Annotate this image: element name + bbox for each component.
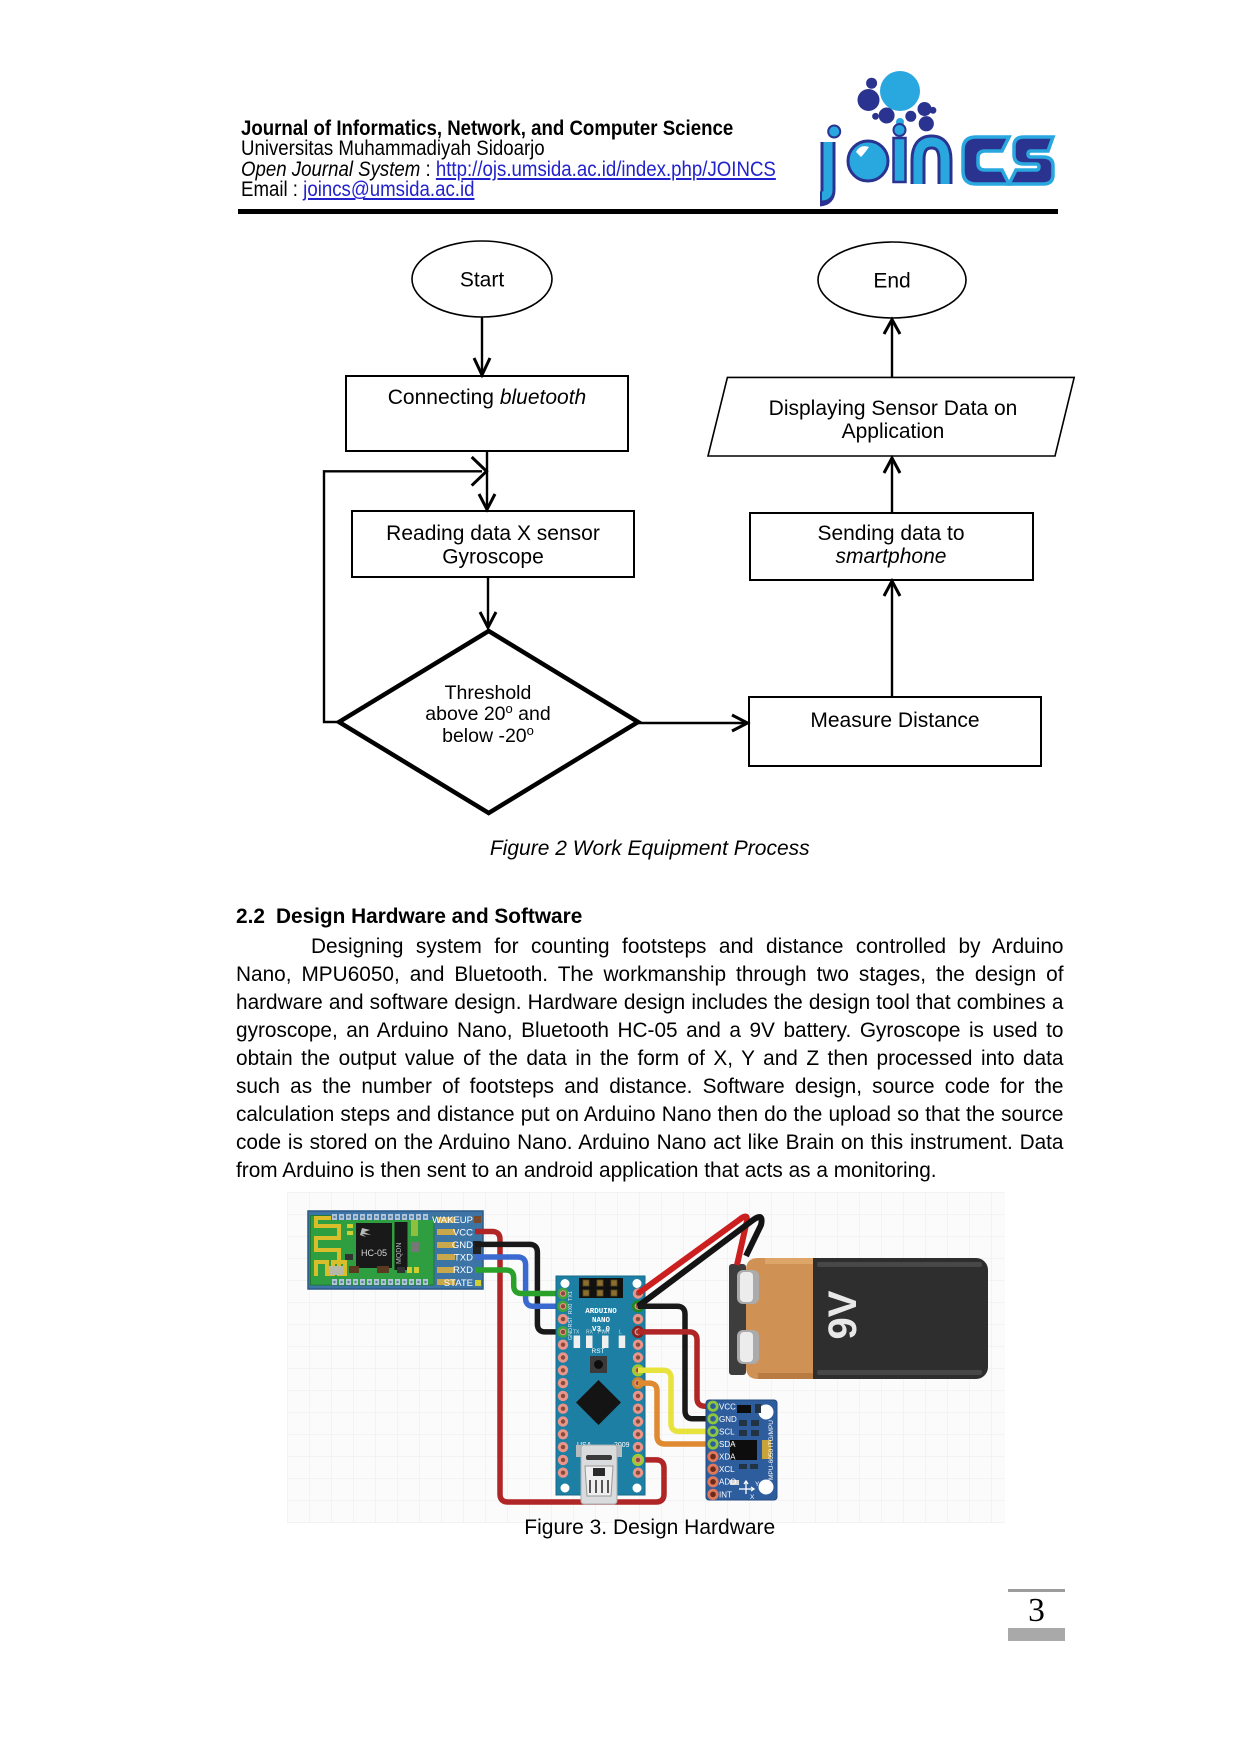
svg-text:Reading data X sensor: Reading data X sensor [386,522,600,545]
svg-text:Measure Distance: Measure Distance [810,709,979,732]
svg-text:ADO: ADO [719,1478,736,1487]
svg-text:9V: 9V [821,1290,865,1339]
svg-text:NANO: NANO [592,1317,611,1325]
svg-text:SCL: SCL [719,1428,735,1437]
svg-text:L: L [619,1330,622,1336]
svg-text:INT: INT [719,1491,732,1500]
svg-text:Start: Start [460,269,505,292]
svg-text:MPU-6050 ITG/MPU: MPU-6050 ITG/MPU [768,1420,775,1480]
svg-text:ARDUINO: ARDUINO [585,1308,617,1316]
svg-text:GND: GND [568,1328,574,1340]
svg-text:below -20o: below -20o [442,723,534,747]
svg-text:TX1: TX1 [568,1291,574,1301]
svg-text:SDA: SDA [719,1440,736,1449]
svg-text:VCC: VCC [453,1228,473,1239]
svg-text:RXD: RXD [453,1265,473,1276]
svg-text:TXD: TXD [454,1253,473,1264]
svg-text:Y: Y [755,1481,760,1488]
svg-text:smartphone: smartphone [836,545,947,568]
svg-text:TX: TX [573,1330,580,1336]
svg-text:RST: RST [568,1316,574,1328]
svg-text:V3.0: V3.0 [592,1326,611,1334]
svg-text:End: End [873,270,910,293]
svg-text:GND: GND [452,1240,473,1251]
svg-text:Sending data to: Sending data to [817,522,964,545]
svg-text:MQDN: MQDN [396,1243,403,1264]
svg-text:Connecting bluetooth: Connecting bluetooth [388,386,587,409]
svg-text:X: X [750,1494,755,1501]
svg-text:WAKEUP: WAKEUP [432,1215,473,1226]
svg-text:Application: Application [842,420,945,443]
svg-text:XDA: XDA [719,1453,736,1462]
svg-text:HC-05: HC-05 [361,1248,387,1258]
svg-text:Threshold: Threshold [445,682,532,704]
svg-text:RX0: RX0 [568,1304,574,1315]
svg-text:XCL: XCL [719,1465,735,1474]
svg-text:Displaying Sensor Data on: Displaying Sensor Data on [769,397,1018,420]
svg-text:RX: RX [586,1330,594,1336]
svg-text:GND: GND [719,1415,737,1424]
svg-text:STATE: STATE [444,1278,473,1289]
svg-text:VCC: VCC [719,1403,736,1412]
svg-text:PWR: PWR [598,1330,610,1336]
svg-text:RST: RST [592,1348,605,1355]
svg-text:Gyroscope: Gyroscope [442,546,544,569]
svg-text:above 20o and: above 20o and [425,701,550,725]
